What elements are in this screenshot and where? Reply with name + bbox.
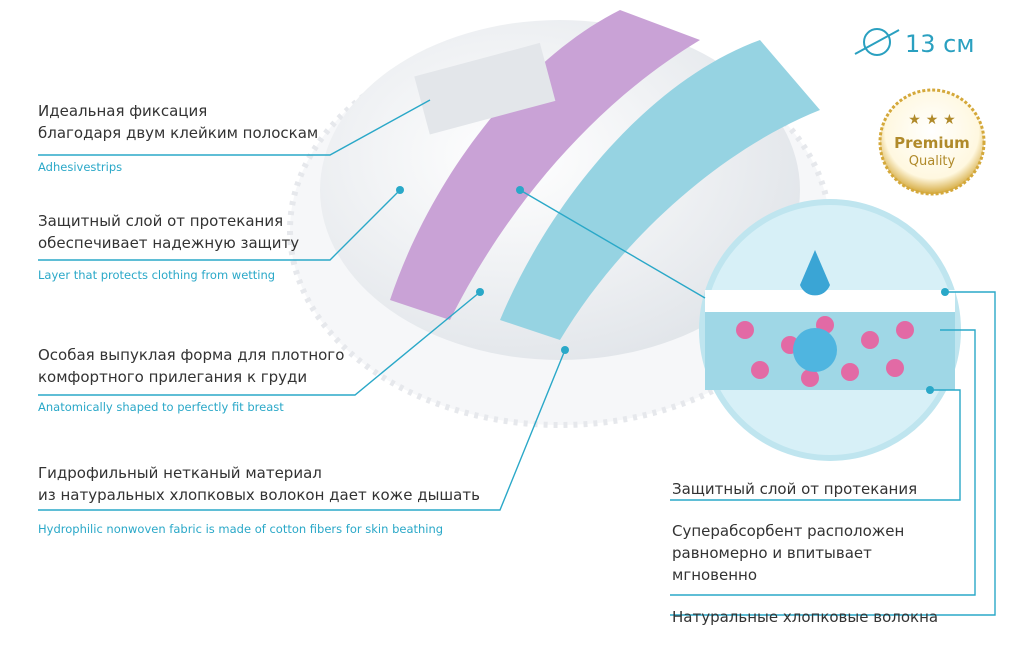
premium-seal [878, 88, 986, 196]
callout-fabric-en: Hydrophilic nonwoven fabric is made of c… [38, 522, 444, 536]
callout-shape-en: Anatomically shaped to perfectly fit bre… [38, 400, 284, 414]
badge-line2: Quality [908, 154, 956, 169]
callout-protective-layer-en: Layer that protects clothing from wettin… [38, 268, 276, 282]
layer-cotton: Натуральные хлопковые волокна [672, 608, 939, 626]
diameter-icon [854, 28, 900, 56]
badge-line1: Premium [894, 134, 970, 152]
layer-protective: Защитный слой от протекания [672, 480, 918, 498]
callout-adhesive-en: Adhesivestrips [38, 160, 123, 174]
adhesive-strip [414, 42, 556, 135]
stars-icon: ★ ★ ★ [908, 112, 956, 128]
droplet-icon [800, 250, 830, 296]
diameter-label: 13 см [905, 30, 975, 58]
purple-strip [390, 10, 700, 320]
premium-quality-badge: ★ ★ ★ Premium Quality [880, 90, 984, 194]
blue-strip [500, 40, 820, 340]
